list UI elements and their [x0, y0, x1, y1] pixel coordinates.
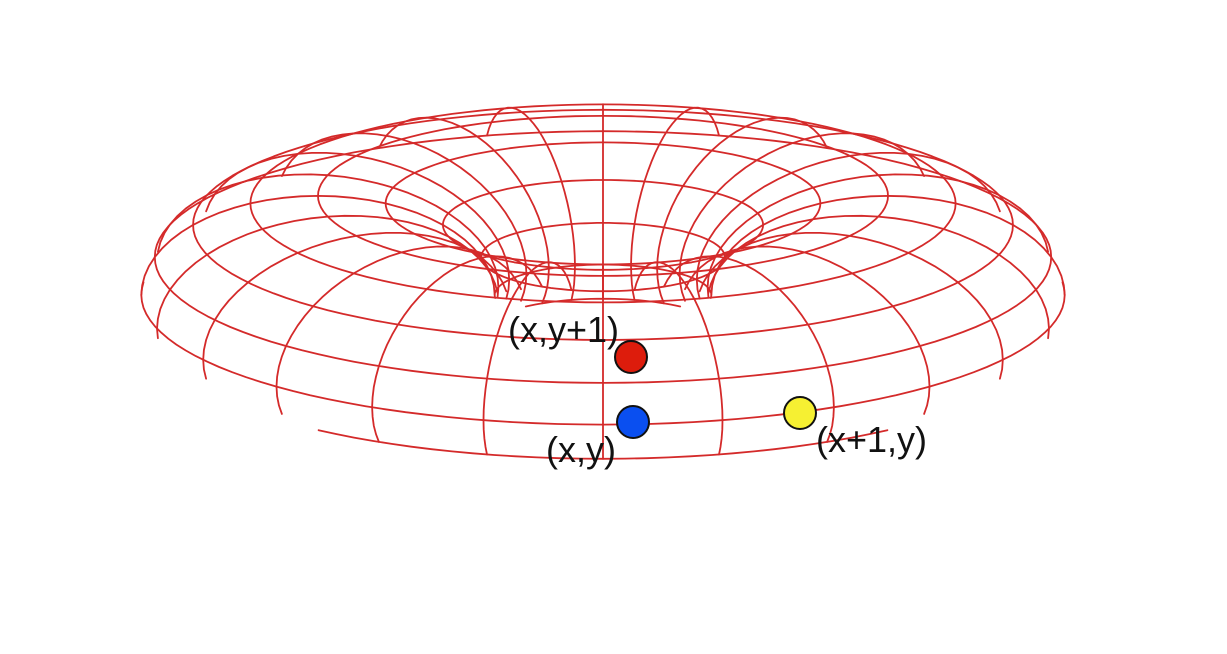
grid-points: (x,y+1) (x,y) (x+1,y) — [508, 309, 927, 470]
mesh-parallel-line — [249, 103, 957, 304]
point-x-plus-1-y — [783, 396, 817, 430]
mesh-parallel-line — [480, 221, 726, 293]
mesh-meridian-line — [663, 255, 835, 409]
mesh-parallel-line — [602, 281, 1066, 426]
mesh-meridian-line — [706, 173, 1049, 298]
mesh-parallel-line — [441, 179, 764, 271]
mesh-meridian-line — [718, 419, 724, 456]
mesh-meridian-line — [377, 116, 550, 305]
mesh-meridian-line — [202, 358, 208, 380]
label-x-y-plus-1: (x,y+1) — [508, 309, 619, 350]
mesh-meridian-line — [275, 385, 283, 415]
mesh-meridian-line — [482, 261, 573, 422]
label-x-plus-1-y: (x+1,y) — [816, 419, 927, 460]
mesh-meridian-line — [923, 385, 931, 415]
mesh-parallel-line — [524, 297, 682, 308]
mesh-meridian-line — [999, 358, 1004, 380]
mesh-parallel-line — [140, 281, 604, 426]
mesh-meridian-line — [707, 214, 1050, 330]
mesh-parallel-line — [602, 429, 889, 460]
mesh-meridian-line — [482, 419, 488, 456]
mesh-parallel-line — [384, 141, 822, 266]
mesh-meridian-line — [656, 116, 828, 305]
torus-wireframe-mesh — [140, 103, 1066, 460]
mesh-meridian-line — [633, 261, 724, 422]
mesh-parallel-line — [317, 115, 889, 277]
mesh-meridian-line — [202, 231, 508, 361]
mesh-meridian-line — [826, 406, 835, 443]
mesh-meridian-line — [275, 245, 522, 388]
label-x-y: (x,y) — [546, 429, 616, 470]
point-x-y-plus-1 — [614, 340, 648, 374]
mesh-parallel-line — [493, 263, 713, 299]
mesh-meridian-line — [156, 173, 500, 298]
mesh-meridian-line — [684, 245, 931, 388]
mesh-parallel-line — [192, 108, 1014, 341]
mesh-meridian-line — [1047, 327, 1050, 340]
point-x-y — [616, 405, 650, 439]
mesh-parallel-line — [153, 130, 1053, 384]
mesh-meridian-line — [156, 214, 499, 330]
mesh-meridian-line — [371, 406, 380, 443]
mesh-meridian-line — [698, 231, 1004, 361]
mesh-meridian-line — [371, 255, 543, 409]
mesh-meridian-line — [156, 327, 159, 340]
mesh-parallel-line — [317, 429, 604, 460]
